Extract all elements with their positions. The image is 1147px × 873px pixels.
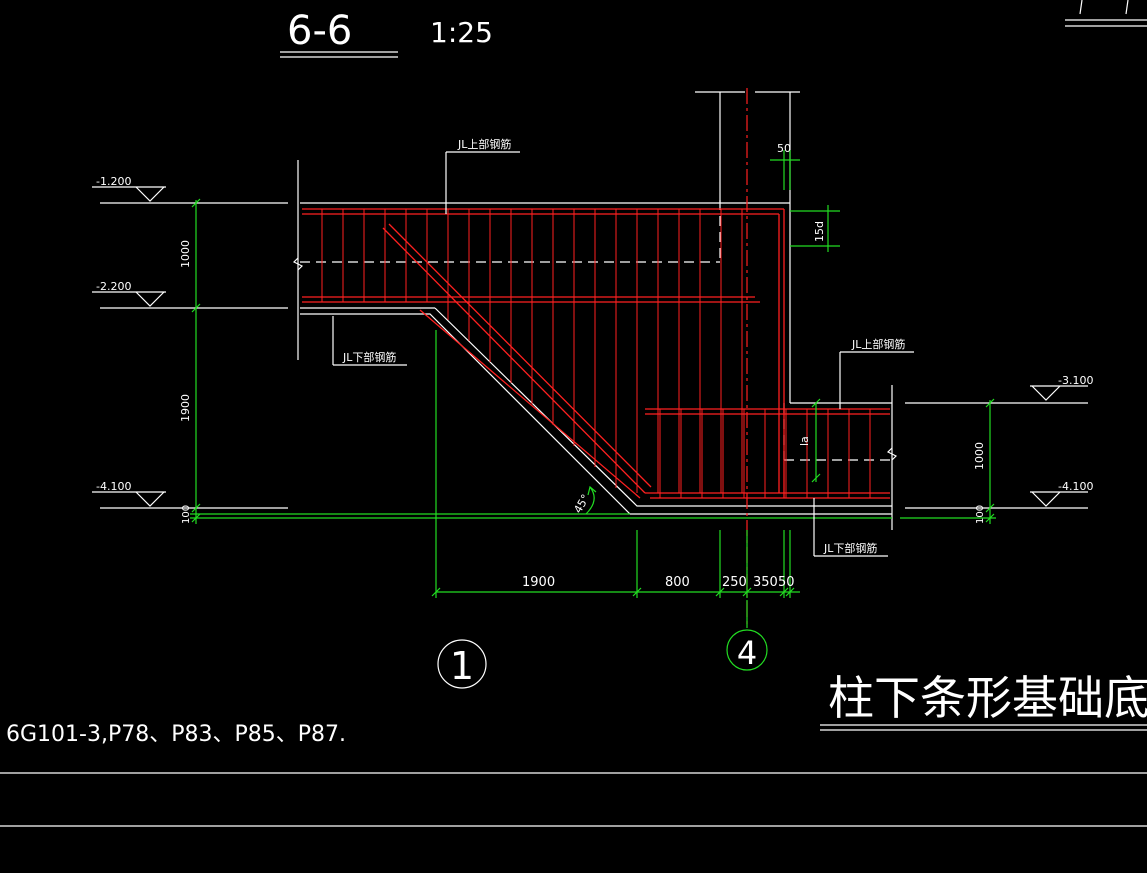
label-jl-bottom-left: JL下部钢筋: [342, 350, 396, 364]
axis-bubble-4: [726, 629, 768, 671]
dim-100-left: 100: [181, 505, 192, 524]
level-l1-text: -1.200: [96, 175, 131, 188]
drawing-title: 柱下条形基础底板不平部: [828, 671, 1147, 725]
dim-1900-horizontal: 1900: [522, 575, 555, 590]
dim-100-right: 100: [975, 505, 986, 524]
dim-350: 350: [753, 575, 778, 590]
reference-note: 6G101-3,P78、P83、P85、P87.: [6, 722, 346, 747]
axis-bubble-1: [437, 639, 487, 689]
label-jl-top-left: JL上部钢筋: [457, 137, 511, 151]
dimension-lines: [190, 150, 996, 598]
dim-15d: 15d: [813, 221, 826, 242]
rebar: [302, 208, 890, 499]
section-label: 6-6: [287, 8, 352, 54]
level-marker-l1: [92, 186, 288, 204]
dim-250: 250: [722, 575, 747, 590]
dim-angle-45: 45°: [571, 492, 592, 515]
dim-1000-left: 1000: [179, 240, 192, 268]
axis-4-label: 4: [737, 634, 757, 672]
axis-1-label: 1: [450, 644, 474, 688]
label-jl-top-right: JL上部钢筋: [851, 337, 905, 351]
level-l2-text: -2.200: [96, 280, 131, 293]
dim-1900-vertical: 1900: [179, 394, 192, 422]
label-jl-bottom-right: JL下部钢筋: [823, 541, 877, 555]
level-marker-l2: [92, 291, 288, 309]
partial-title-glyph: [1079, 0, 1083, 15]
partial-title-glyph-2: [1125, 0, 1129, 15]
dim-50-bottom: 50: [778, 575, 795, 590]
level-marker-r2: [905, 491, 1088, 509]
level-marker-l3: [92, 491, 288, 509]
level-r2-text: -4.100: [1058, 480, 1093, 493]
dim-1000-right: 1000: [973, 442, 986, 470]
dim-la: la: [798, 436, 811, 446]
dim-800: 800: [665, 575, 690, 590]
dim-50-top: 50: [777, 142, 791, 155]
level-r1-text: -3.100: [1058, 374, 1093, 387]
section-scale: 1:25: [430, 16, 493, 49]
level-marker-r1: [905, 385, 1088, 404]
concrete-outline: [292, 91, 898, 530]
level-l3-text: -4.100: [96, 480, 131, 493]
